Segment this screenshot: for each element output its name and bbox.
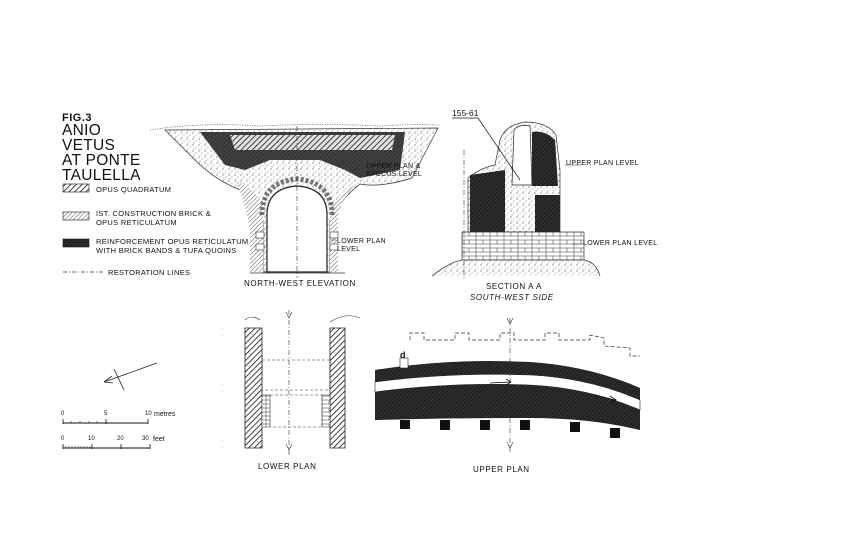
- scale-metres-tick-5: 5: [104, 411, 108, 417]
- legend-label-reinforcement-line-1: REINFORCEMENT OPUS RETICULATUM: [96, 237, 249, 246]
- legend-swatch-quadratum: [62, 183, 90, 193]
- elevation-upper-level-label: UPPER PLAN & SPECUS LEVEL: [366, 163, 422, 179]
- legend-label-construction-line-1: IST. CONSTRUCTION BRICK &: [96, 209, 212, 218]
- legend-label-quadratum: OPUS QUADRATUM: [96, 185, 172, 194]
- elevation-upper-level-label-line-1: UPPER PLAN &: [366, 163, 421, 170]
- legend-swatch-construction: [62, 211, 90, 221]
- figure-title-line-3: TAULELLA: [62, 167, 141, 184]
- section-caption: SECTION A A: [486, 282, 542, 291]
- north-west-elevation: [149, 124, 441, 278]
- scale-feet-unit: feet: [153, 436, 165, 443]
- elevation-caption: NORTH-WEST ELEVATION: [244, 279, 356, 288]
- elevation-lower-level-label-line-2: LEVEL: [337, 246, 361, 253]
- lower-plan-caption: LOWER PLAN: [258, 462, 317, 471]
- elevation-lower-level-label: LOWER PLAN LEVEL: [337, 238, 386, 254]
- scale-feet-tick-20: 20: [117, 436, 124, 442]
- elevation-upper-level-label-line-2: SPECUS LEVEL: [366, 171, 423, 178]
- section-subcaption: SOUTH-WEST SIDE: [470, 293, 554, 302]
- scale-feet-tick-10: 10: [88, 436, 95, 442]
- scale-metres-unit: metres: [154, 411, 176, 418]
- scale-metres-tick-0: 0: [61, 411, 65, 417]
- elevation-lower-level-label-line-1: LOWER PLAN: [337, 238, 386, 245]
- section-aa: [431, 117, 601, 280]
- upper-plan-d-label: d: [400, 350, 406, 360]
- legend-label-reinforcement-line-2: WITH BRICK BANDS & TUFA QUOINS: [96, 246, 237, 255]
- legend-label-construction: IST. CONSTRUCTION BRICK & OPUS RETICULAT…: [96, 209, 211, 227]
- legend-label-reinforcement: REINFORCEMENT OPUS RETICULATUM WITH BRIC…: [96, 237, 248, 255]
- legend-label-construction-line-2: OPUS RETICULATUM: [96, 218, 177, 227]
- scale-feet-tick-0: 0: [61, 436, 65, 442]
- legend-label-restoration: RESTORATION LINES: [108, 268, 191, 277]
- legend-swatches: [62, 183, 103, 273]
- figure-title: ANIO VETUS AT PONTE TAULELLA: [62, 122, 152, 184]
- lower-plan-drawing: [244, 310, 361, 455]
- section-reference: 155-61: [452, 108, 479, 118]
- upper-plan-caption: UPPER PLAN: [473, 465, 530, 474]
- figure-number: FIG.3: [62, 112, 93, 124]
- scale-metres-tick-10: 10: [145, 411, 152, 417]
- section-lower-level-label: LOWER PLAN LEVEL: [583, 240, 658, 247]
- upper-plan-drawing: [374, 317, 641, 452]
- north-arrow-icon: [103, 362, 158, 391]
- scale-feet-tick-30: 30: [142, 436, 149, 442]
- legend-swatch-reinforcement: [62, 238, 90, 248]
- section-upper-level-label: UPPER PLAN LEVEL: [566, 160, 639, 167]
- scale-bars: [62, 419, 151, 449]
- figure-title-line-1: ANIO VETUS: [62, 122, 116, 154]
- figure-title-line-2: AT PONTE: [62, 152, 141, 169]
